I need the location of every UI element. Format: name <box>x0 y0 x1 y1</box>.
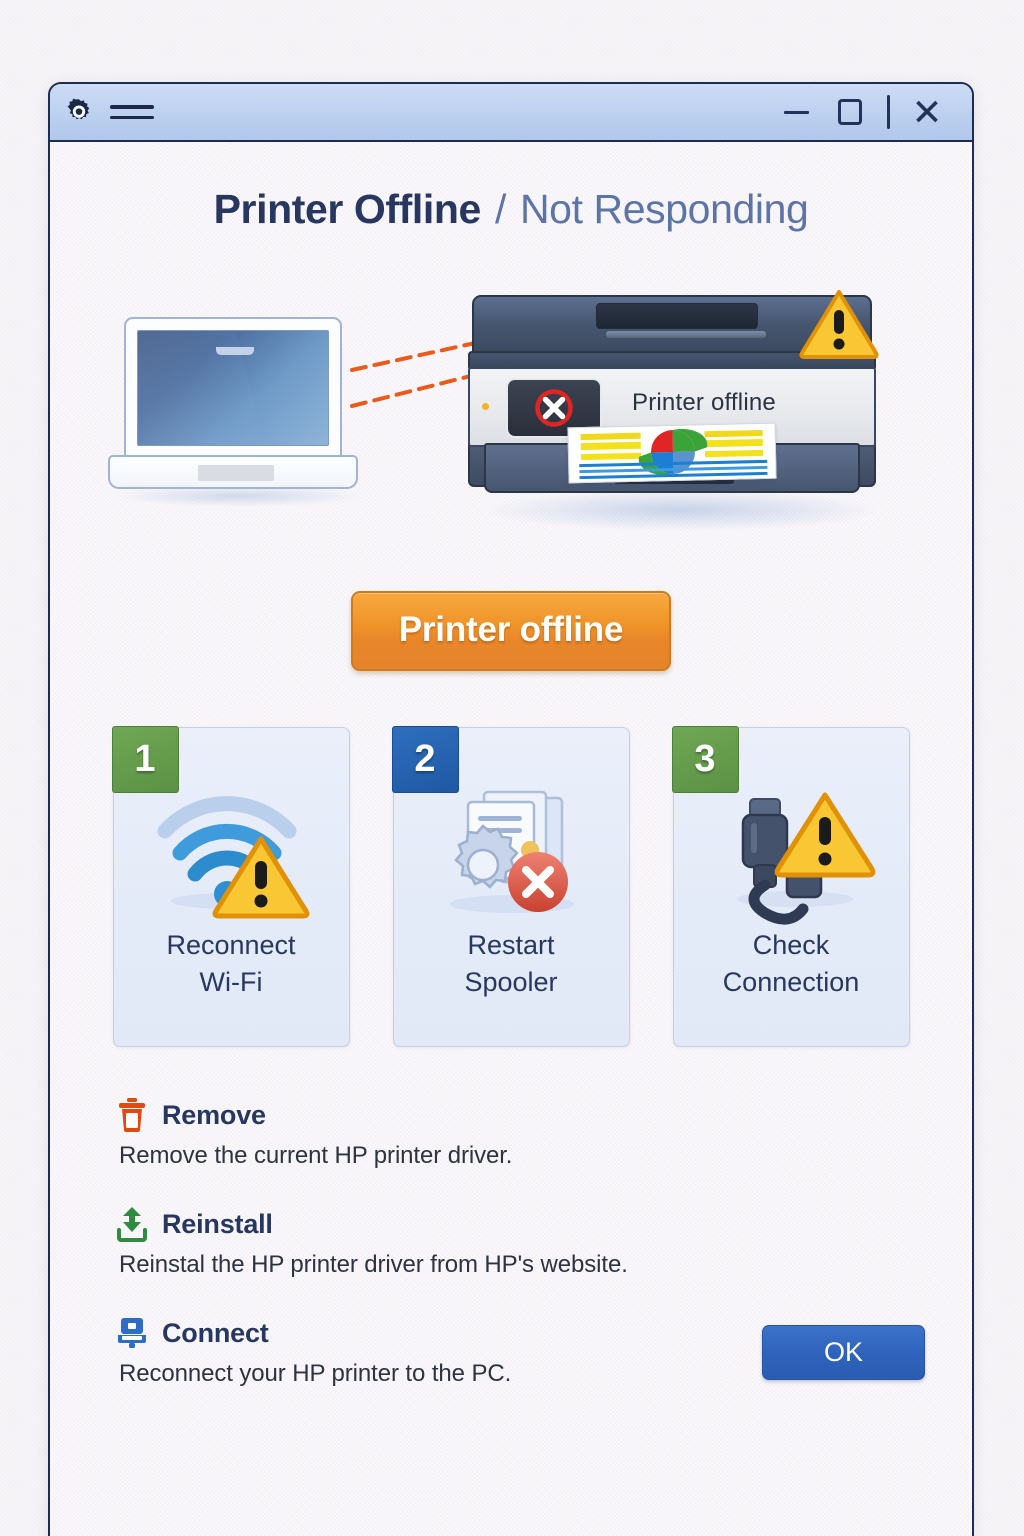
page-title-strong: Printer Offline <box>213 186 482 232</box>
window-controls-divider <box>887 95 890 129</box>
minimize-icon <box>783 110 809 114</box>
close-button[interactable]: ✕ <box>900 89 954 135</box>
step-number-badge: 1 <box>111 726 179 793</box>
trash-icon <box>116 1097 148 1133</box>
laptop-base <box>108 455 358 489</box>
action-header: Remove <box>116 1097 916 1133</box>
step-label-line2: Spooler <box>464 966 558 997</box>
step-card-label: Check Connection <box>674 927 909 1000</box>
step-card-check-connection[interactable]: 3 Ch <box>671 726 910 1047</box>
action-description: Reconnect your HP printer to the PC. <box>119 1360 512 1387</box>
red-x-error-icon <box>535 389 573 427</box>
hamburger-line <box>110 115 154 120</box>
step-card-reconnect-wifi[interactable]: 1 Reconnect Wi-Fi <box>111 726 350 1047</box>
warning-triangle-icon <box>799 290 879 359</box>
step-label-line2: Connection <box>722 966 860 997</box>
step-label-line1: Check <box>752 930 830 961</box>
hamburger-line <box>110 104 154 109</box>
title-bar: ✕ <box>50 84 972 142</box>
step-label-line2: Wi-Fi <box>199 966 263 997</box>
step-label-line1: Restart <box>467 930 555 961</box>
gear-icon[interactable] <box>64 97 94 127</box>
page-title: Printer Offline / Not Responding <box>50 186 972 233</box>
hamburger-menu-icon[interactable] <box>110 99 154 125</box>
laptop-shadow <box>114 485 364 507</box>
maximize-icon <box>838 99 862 125</box>
step-number-badge: 3 <box>671 726 739 793</box>
action-row-remove[interactable]: Remove Remove the current HP printer dri… <box>116 1097 916 1170</box>
spooler-gear-error-icon <box>394 762 629 944</box>
action-row-reinstall[interactable]: Reinstall Reinstal the HP printer driver… <box>116 1206 916 1279</box>
step-card-restart-spooler[interactable]: 2 <box>391 726 630 1047</box>
action-header: Connect <box>116 1315 916 1351</box>
step-card-label: Restart Spooler <box>394 927 629 1000</box>
printer-lid-seam <box>606 331 766 338</box>
title-bar-left-controls <box>64 97 154 127</box>
status-button-container: Printer offline <box>50 591 972 671</box>
page-title-separator: / <box>494 186 506 232</box>
pie-chart-printout-icon <box>567 422 777 484</box>
laptop-icon <box>108 317 364 517</box>
action-title: Connect <box>162 1317 269 1348</box>
action-description: Remove the current HP printer driver. <box>119 1142 513 1169</box>
printer-lcd-status: Printer offline <box>632 389 776 416</box>
step-label-line1: Reconnect <box>166 930 296 961</box>
laptop-lid <box>124 317 342 457</box>
action-description: Reinstal the HP printer driver from HP's… <box>119 1251 628 1278</box>
action-title: Reinstall <box>162 1208 273 1239</box>
laptop-notch <box>216 347 254 355</box>
printer-connect-icon <box>116 1315 148 1351</box>
step-number-badge: 2 <box>391 726 459 793</box>
action-header: Reinstall <box>116 1206 916 1242</box>
illustration: Printer offline <box>50 267 972 557</box>
close-icon: ✕ <box>911 91 943 133</box>
action-title: Remove <box>162 1099 266 1130</box>
printer-scanner-lid <box>596 303 758 329</box>
printer-icon: Printer offline <box>450 277 910 547</box>
printer-offline-status-button[interactable]: Printer offline <box>350 591 672 671</box>
ok-button[interactable]: OK <box>762 1325 925 1380</box>
printer-shadow <box>482 489 882 531</box>
download-install-icon <box>116 1206 148 1242</box>
window-controls: ✕ <box>769 89 954 135</box>
app-window: ✕ Printer Offline / Not Responding <box>48 82 974 1536</box>
usb-cable-warning-icon <box>674 762 909 944</box>
troubleshooting-steps: 1 Reconnect Wi-Fi <box>50 726 972 1047</box>
laptop-trackpad <box>198 465 274 481</box>
action-list: Remove Remove the current HP printer dri… <box>116 1097 925 1388</box>
maximize-button[interactable] <box>823 89 877 135</box>
step-card-label: Reconnect Wi-Fi <box>114 927 349 1000</box>
page-title-light: Not Responding <box>519 186 809 232</box>
wifi-warning-icon <box>114 762 349 944</box>
printer-status-led <box>482 403 489 410</box>
minimize-button[interactable] <box>769 89 823 135</box>
action-row-connect[interactable]: Connect Reconnect your HP printer to the… <box>116 1315 925 1388</box>
